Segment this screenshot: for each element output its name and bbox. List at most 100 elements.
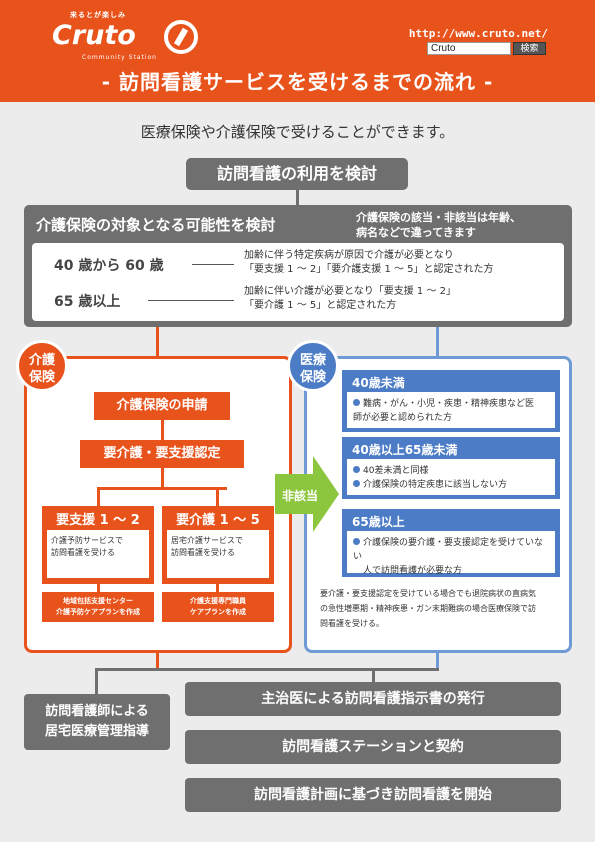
iryo-card-body: 介護保険の要介護・要支援認定を受けていない 人で訪問看護が必要な方 xyxy=(347,531,555,576)
iryo-card-40to65: 40歳以上65歳未満 40差未満と同様 介護保険の特定疾患に該当しない方 xyxy=(342,437,560,499)
care-plan-kaigo: 介護支援専門職員 ケアプランを作成 xyxy=(162,592,274,622)
line-text: 40差未満と同様 xyxy=(363,466,429,476)
header-banner: 来るとが楽しみ Cruto Community Station http://w… xyxy=(0,0,595,102)
site-url-link[interactable]: http://www.cruto.net/ xyxy=(408,27,548,40)
line-text: 介護保険の要介護・要支援認定を受けていない xyxy=(353,538,544,562)
badge-line: 医療 xyxy=(299,353,326,368)
badge-line: 介護 xyxy=(28,353,55,368)
iryo-line: 介護保険の特定疾患に該当しない方 xyxy=(353,478,549,492)
iryo-line: 介護保険の要介護・要支援認定を受けていない xyxy=(353,536,549,564)
care-card-body: 介護予防サービスで 訪問看護を受ける xyxy=(47,530,149,578)
care-card-body: 居宅介護サービスで 訪問看護を受ける xyxy=(167,530,269,578)
step-line: 居宅医療管理指導 xyxy=(44,724,149,739)
desc-line: 加齢に伴い介護が必要となり「要支援 1 〜 2」 xyxy=(244,286,456,297)
badge-line: 保険 xyxy=(299,370,326,385)
connector-line xyxy=(97,487,227,490)
cruto-logo[interactable]: 来るとが楽しみ Cruto Community Station xyxy=(52,10,202,66)
page-title: - 訪問看護サービスを受けるまでの流れ - xyxy=(101,70,494,94)
iryo-card-title: 40歳以上65歳未満 xyxy=(352,443,458,457)
connector-line xyxy=(95,668,439,671)
iryo-line: 40差未満と同様 xyxy=(353,464,549,478)
connector-line xyxy=(372,668,375,682)
line-text: 介護保険の特定疾患に該当しない方 xyxy=(363,480,508,490)
iryo-card-body: 40差未満と同様 介護保険の特定疾患に該当しない方 xyxy=(347,459,555,495)
age-label: 65 歳以上 xyxy=(54,294,121,310)
foot-line: 地域包括支援センター xyxy=(63,597,133,605)
connector-line xyxy=(216,584,219,594)
connector-line xyxy=(97,487,100,507)
care-card-shien: 要支援 1 〜 2 介護予防サービスで 訪問看護を受ける xyxy=(42,506,154,584)
page-subtitle: 医療保険や介護保険で受けることができます。 xyxy=(140,123,455,141)
connector-line xyxy=(436,327,439,357)
iryo-card-title: 65歳以上 xyxy=(352,515,405,529)
care-card-title: 要介護 1 〜 5 xyxy=(176,513,260,528)
desc-line: 「要支援 1 〜 2」「要介護支援 1 〜 5」と認定された方 xyxy=(244,264,494,275)
logo-tagline: 来るとが楽しみ xyxy=(70,11,126,19)
bullet-icon xyxy=(353,480,360,487)
logo-mark-icon xyxy=(164,20,198,54)
search-input[interactable]: Cruto xyxy=(427,42,511,55)
search-button[interactable]: 検索 xyxy=(513,42,546,55)
iryo-card-body: 難病・がん・小児・疾患・精神疾患など医 師が必要と認められた方 xyxy=(347,392,555,428)
badge-line: 保険 xyxy=(28,370,55,385)
desc-line: 「要介護 1 〜 5」と認定された方 xyxy=(244,300,397,311)
step-line: 訪問看護師による xyxy=(45,704,149,719)
connector-line xyxy=(436,653,439,669)
kaigo-certification-box: 要介護・要支援認定 xyxy=(80,440,244,468)
note-line: 介護保険の該当・非該当は年齢、 xyxy=(356,211,521,224)
foot-line: 介護支援専門職員 xyxy=(190,597,246,605)
care-plan-shien: 地域包括支援センター 介護予防ケアプランを作成 xyxy=(42,592,154,622)
iryo-card-under40: 40歳未満 難病・がん・小児・疾患・精神疾患など医 師が必要と認められた方 xyxy=(342,370,560,432)
divider-line xyxy=(192,264,234,265)
step-nurse-guidance: 訪問看護師による 居宅医療管理指導 xyxy=(24,694,170,750)
eligibility-desc: 加齢に伴い介護が必要となり「要支援 1 〜 2」 「要介護 1 〜 5」と認定さ… xyxy=(244,285,456,313)
step-doctor-order: 主治医による訪問看護指示書の発行 xyxy=(185,682,561,716)
connector-line xyxy=(161,468,164,488)
logo-subtitle: Community Station xyxy=(82,54,157,61)
note-line: 要介護・要支援認定を受けている場合でも退院病状の直病気 xyxy=(320,589,536,598)
connector-line xyxy=(296,190,299,205)
iryo-card-title: 40歳未満 xyxy=(352,376,405,390)
eligibility-row: 65 歳以上 加齢に伴い介護が必要となり「要支援 1 〜 2」 「要介護 1 〜… xyxy=(32,283,564,313)
iryo-card-over65: 65歳以上 介護保険の要介護・要支援認定を受けていない 人で訪問看護が必要な方 xyxy=(342,509,560,577)
body-line: 介護予防サービスで xyxy=(51,536,123,545)
kaigo-eligibility-panel: 介護保険の対象となる可能性を検討 介護保険の該当・非該当は年齢、 病名などで違っ… xyxy=(24,205,572,327)
note-line: 問看護を受ける。 xyxy=(320,619,384,628)
iryo-line: 難病・がん・小児・疾患・精神疾患など医 xyxy=(353,397,549,411)
care-card-kaigo: 要介護 1 〜 5 居宅介護サービスで 訪問看護を受ける xyxy=(162,506,274,584)
body-line: 訪問看護を受ける xyxy=(51,548,115,557)
kaigo-eligibility-note: 介護保険の該当・非該当は年齢、 病名などで違ってきます xyxy=(356,210,521,240)
age-label: 40 歳から 60 歳 xyxy=(54,258,164,274)
care-card-title: 要支援 1 〜 2 xyxy=(56,513,140,528)
iryo-note: 要介護・要支援認定を受けている場合でも退院病状の直病気 の急性増悪期・精神疾患・… xyxy=(320,586,560,631)
step-contract: 訪問看護ステーションと契約 xyxy=(185,730,561,764)
kaigo-eligibility-title: 介護保険の対象となる可能性を検討 xyxy=(36,216,276,234)
connector-line xyxy=(156,653,159,669)
logo-name: Cruto xyxy=(52,20,136,51)
note-line: の急性増悪期・精神疾患・ガン末期難病の場合医療保険で訪 xyxy=(320,604,536,613)
eligibility-list: 40 歳から 60 歳 加齢に伴う特定疾病が原因で介護が必要となり 「要支援 1… xyxy=(32,243,564,321)
connector-line xyxy=(216,487,219,507)
connector-line xyxy=(97,584,100,594)
connector-line xyxy=(161,420,164,440)
line-text: 師が必要と認められた方 xyxy=(353,413,453,423)
note-line: 病名などで違ってきます xyxy=(356,226,476,239)
body-line: 居宅介護サービスで xyxy=(171,536,243,545)
foot-line: 介護予防ケアプランを作成 xyxy=(56,608,140,616)
bullet-icon xyxy=(353,466,360,473)
bullet-icon xyxy=(353,399,360,406)
divider-line xyxy=(148,300,234,301)
eligibility-row: 40 歳から 60 歳 加齢に伴う特定疾病が原因で介護が必要となり 「要支援 1… xyxy=(32,247,564,277)
consider-box: 訪問看護の利用を検討 xyxy=(186,158,408,190)
kaigo-apply-box: 介護保険の申請 xyxy=(94,392,230,420)
line-text: 人で訪問看護が必要な方 xyxy=(363,566,463,576)
bullet-icon xyxy=(353,538,360,545)
iryo-insurance-badge: 医療 保険 xyxy=(287,340,339,392)
not-applicable-label: 非該当 xyxy=(282,489,319,503)
body-line: 訪問看護を受ける xyxy=(171,548,235,557)
step-start-visits: 訪問看護計画に基づき訪問看護を開始 xyxy=(185,778,561,812)
not-applicable-arrow-icon xyxy=(275,456,339,532)
connector-line xyxy=(95,668,98,694)
connector-line xyxy=(156,327,159,357)
eligibility-desc: 加齢に伴う特定疾病が原因で介護が必要となり 「要支援 1 〜 2」「要介護支援 … xyxy=(244,249,494,277)
